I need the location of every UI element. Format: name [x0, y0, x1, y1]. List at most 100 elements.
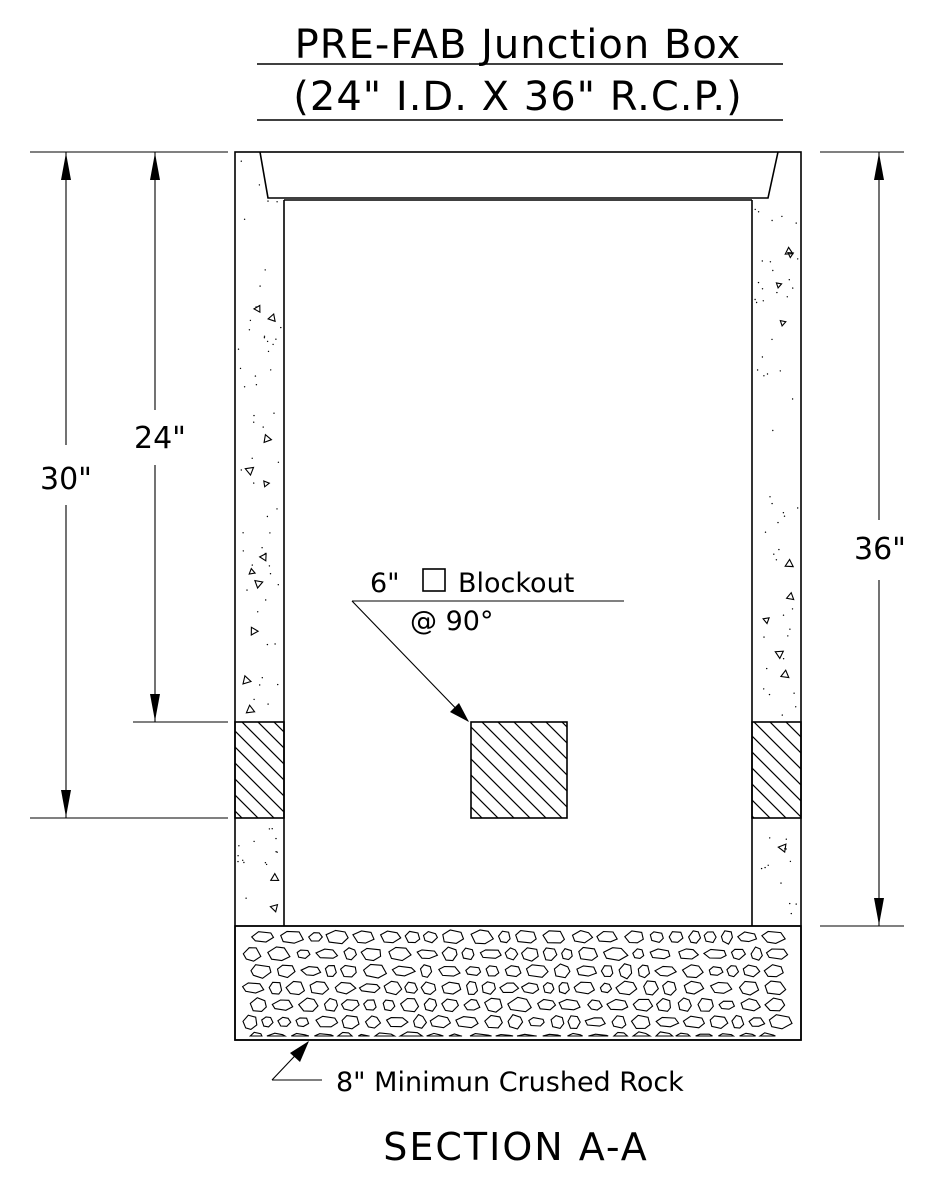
rock-stone — [618, 963, 633, 980]
rock-stone — [280, 930, 305, 944]
concrete-dot — [237, 860, 239, 863]
rock-stone — [525, 964, 549, 978]
concrete-dot — [773, 553, 775, 555]
concrete-dot — [277, 461, 280, 463]
rock-stone — [726, 965, 740, 978]
rock-stone — [442, 929, 465, 944]
concrete-dot — [265, 599, 267, 601]
concrete-dot — [276, 851, 278, 853]
concrete-dot — [764, 866, 766, 869]
concrete-dot — [243, 861, 245, 864]
rock-stone — [358, 983, 381, 994]
aggregate-mark — [785, 591, 795, 601]
rock-stone — [416, 949, 439, 960]
concrete-dot — [772, 269, 774, 272]
concrete-dot — [791, 398, 794, 400]
concrete-dot — [253, 698, 255, 701]
rock-stone — [588, 1033, 609, 1037]
rock-stone — [267, 946, 291, 962]
concrete-dot — [269, 573, 272, 575]
rock-stone — [649, 931, 664, 944]
rock-stone — [675, 1032, 692, 1037]
concrete-dot — [763, 688, 765, 690]
rock-stone — [599, 982, 613, 994]
concrete-dot — [789, 902, 791, 905]
dim-24-label: 24" — [134, 421, 186, 456]
concrete-dot — [255, 384, 258, 386]
rock-stone — [516, 1033, 537, 1037]
rock-stone — [615, 980, 638, 996]
rock-stone — [485, 965, 500, 977]
concrete-dot — [782, 614, 785, 616]
concrete-dot — [754, 298, 756, 301]
concrete-dot — [754, 208, 756, 211]
rock-stone — [388, 946, 412, 962]
rock-stone — [587, 999, 603, 1011]
rock-stone — [420, 981, 437, 995]
concrete-dot — [787, 635, 789, 637]
rock-pattern — [241, 929, 793, 1037]
rock-stone — [687, 930, 702, 944]
rock-stone — [382, 999, 396, 1012]
rock-stone — [764, 980, 787, 996]
rock-stone — [250, 931, 275, 943]
concrete-dot — [785, 838, 787, 840]
rock-stone — [463, 998, 481, 1011]
rock-stone — [709, 1015, 729, 1029]
rock-stone — [441, 998, 460, 1013]
concrete-dot — [240, 469, 242, 471]
concrete-dot — [781, 714, 783, 716]
concrete-dot — [253, 840, 255, 843]
concrete-dot — [267, 200, 269, 202]
rock-stone — [624, 930, 644, 944]
rock-stone — [309, 981, 330, 995]
rock-stone — [426, 1032, 444, 1037]
aggregate-mark — [250, 626, 260, 636]
rock-stone — [455, 1016, 479, 1029]
concrete-dot — [242, 859, 244, 861]
aggregate-mark — [784, 558, 795, 568]
rock-stone — [528, 1017, 545, 1027]
concrete-dot — [757, 281, 760, 284]
rock-stone — [261, 1016, 274, 1028]
concrete-dot — [769, 261, 772, 263]
blockout-label: Blockout — [458, 568, 574, 599]
rock-stone — [731, 1014, 745, 1029]
rock-stone — [558, 982, 570, 995]
rock-stone — [750, 946, 763, 961]
rock-stone — [520, 947, 539, 962]
concrete-dot — [795, 903, 797, 905]
concrete-dot — [242, 550, 244, 552]
concrete-dot — [789, 628, 791, 630]
rock-stone — [542, 1033, 562, 1037]
concrete-dot — [789, 860, 792, 863]
rock-stone — [373, 1032, 397, 1037]
rock-stone — [495, 1033, 514, 1037]
rock-stone — [484, 1014, 503, 1029]
concrete-dot — [249, 319, 252, 322]
rock-stone — [630, 1014, 651, 1029]
rock-stone — [497, 930, 511, 944]
rock-stone — [250, 964, 272, 979]
concrete-dot — [761, 356, 764, 358]
right-dimension: 36" — [820, 151, 906, 927]
rock-stone — [567, 1015, 581, 1029]
section-label: SECTION A-A — [383, 1125, 649, 1169]
concrete-dot — [769, 837, 771, 839]
rock-stone — [649, 948, 671, 960]
rock-stone — [668, 931, 684, 943]
concrete-dot — [788, 279, 790, 281]
rock-stone — [360, 947, 382, 962]
dim-36-label: 36" — [854, 532, 906, 567]
aggregate-mark — [267, 312, 276, 323]
callout-arrowhead — [450, 703, 469, 722]
concrete-dot — [766, 667, 768, 670]
concrete-dot — [264, 862, 267, 864]
dim-24-arrow-top — [150, 153, 160, 180]
rock-stone — [740, 998, 762, 1012]
rock-note-text: 8" Minimun Crushed Rock — [336, 1067, 684, 1098]
rock-stone — [507, 996, 532, 1013]
rock-callout: 8" Minimun Crushed Rock — [271, 1041, 684, 1098]
concrete-dot — [266, 340, 269, 343]
concrete-dot — [268, 565, 271, 567]
